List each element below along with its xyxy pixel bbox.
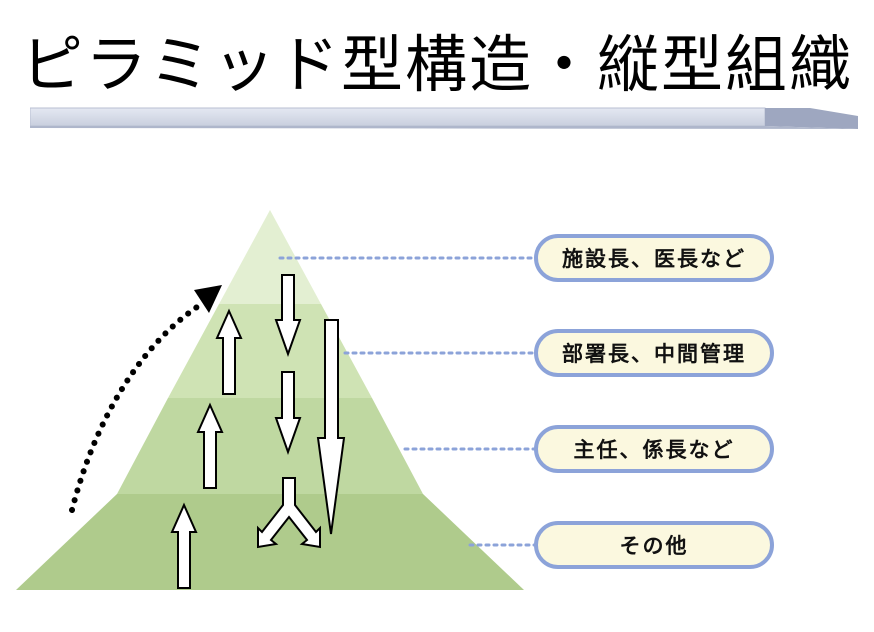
pyramid-tier-3 [117,398,423,494]
up-arrow-2 [196,402,224,489]
title-underline-bar [30,107,858,129]
branching-down-arrow [257,477,321,549]
down-arrow-2 [274,371,302,456]
level-label-supervisors: 主任、係長など [534,425,774,473]
long-down-arrow [316,319,346,535]
level-label-top: 施設長、医長など [534,234,774,282]
upward-curve-arrow-head [194,285,222,313]
up-arrow-1 [170,502,198,589]
pyramid-tier-1 [219,210,321,304]
level-label-others: その他 [534,521,774,569]
level-label-middle-management: 部署長、中間管理 [534,329,774,377]
down-arrow-1 [274,274,302,358]
up-arrow-3 [215,308,243,395]
slide-title: ピラミッド型構造・縦型組織 [20,28,853,101]
upward-curve-arrow-path [69,302,203,513]
pyramid-tier-2 [168,304,372,398]
